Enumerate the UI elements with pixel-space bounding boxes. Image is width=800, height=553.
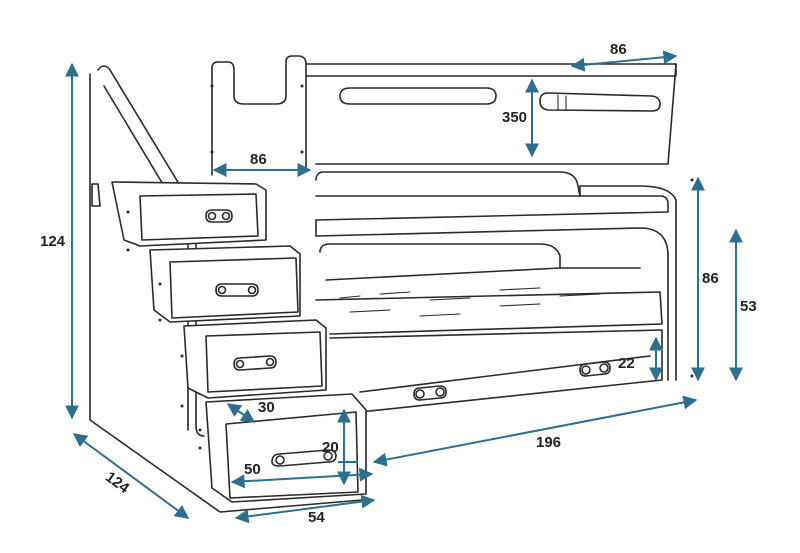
stair-step-3 <box>183 319 327 399</box>
dimension-lines <box>65 50 743 524</box>
dim-line-top-width <box>570 50 678 72</box>
label-rail-gap: 350 <box>502 109 527 126</box>
label-stairs-width: 54 <box>308 509 325 526</box>
upper-bunk <box>315 171 677 381</box>
dim-line-depth <box>72 433 190 519</box>
label-step-depth: 86 <box>250 151 267 168</box>
label-bed-height: 86 <box>702 270 719 287</box>
label-step-riser: 30 <box>258 399 275 416</box>
dim-line-step-riser <box>226 403 256 423</box>
label-top-width: 86 <box>610 41 627 58</box>
lower-bunk <box>315 243 663 335</box>
upper-headboard <box>211 55 677 176</box>
dim-line-step-width <box>230 467 374 489</box>
stair-step-4 <box>205 393 367 503</box>
dimension-labels: 86 350 86 124 124 86 53 22 196 30 20 50 … <box>40 41 757 526</box>
label-bed-length: 196 <box>536 434 561 451</box>
label-step-height: 20 <box>322 439 339 456</box>
stair-step-1 <box>111 181 267 247</box>
stair-step-2 <box>149 245 301 323</box>
label-lower-height: 53 <box>740 298 757 315</box>
trundle-drawer <box>329 329 663 413</box>
label-drawer-height: 22 <box>618 355 635 372</box>
dim-line-stairs-width <box>234 494 376 524</box>
label-step-width: 50 <box>244 461 261 478</box>
label-total-height: 124 <box>40 233 66 250</box>
dim-line-bed-length <box>372 395 698 467</box>
